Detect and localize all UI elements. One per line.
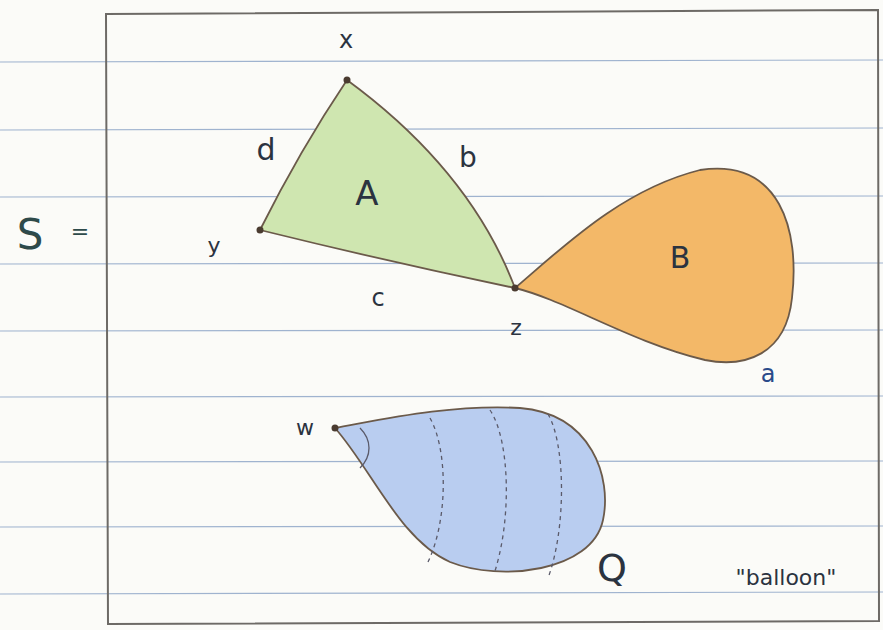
region-name: B <box>670 243 691 273</box>
set-name: S <box>17 214 44 256</box>
vertex-dot <box>344 77 351 84</box>
vertex-label: x <box>339 28 353 52</box>
vertex-label: z <box>510 317 522 339</box>
caption-note: "balloon" <box>736 567 837 589</box>
region-name: Q <box>597 549 627 587</box>
equals-sign: = <box>71 221 89 243</box>
region-a: A <box>250 70 525 298</box>
edge-label: d <box>256 135 275 165</box>
edge-label: b <box>459 144 477 172</box>
balloon-q: Q <box>325 400 655 600</box>
vertex-dot <box>332 425 339 432</box>
frame <box>106 10 879 624</box>
vertex-dot <box>257 227 264 234</box>
vertex-dot <box>512 285 519 292</box>
edge-label: c <box>371 286 384 310</box>
vertex-label: w <box>296 417 314 439</box>
vertex-label: y <box>207 235 220 257</box>
region-outline <box>250 70 525 298</box>
region-name: A <box>355 176 378 210</box>
region-b: B <box>505 160 805 370</box>
region-outline <box>505 160 805 370</box>
edge-label: a <box>761 362 776 386</box>
